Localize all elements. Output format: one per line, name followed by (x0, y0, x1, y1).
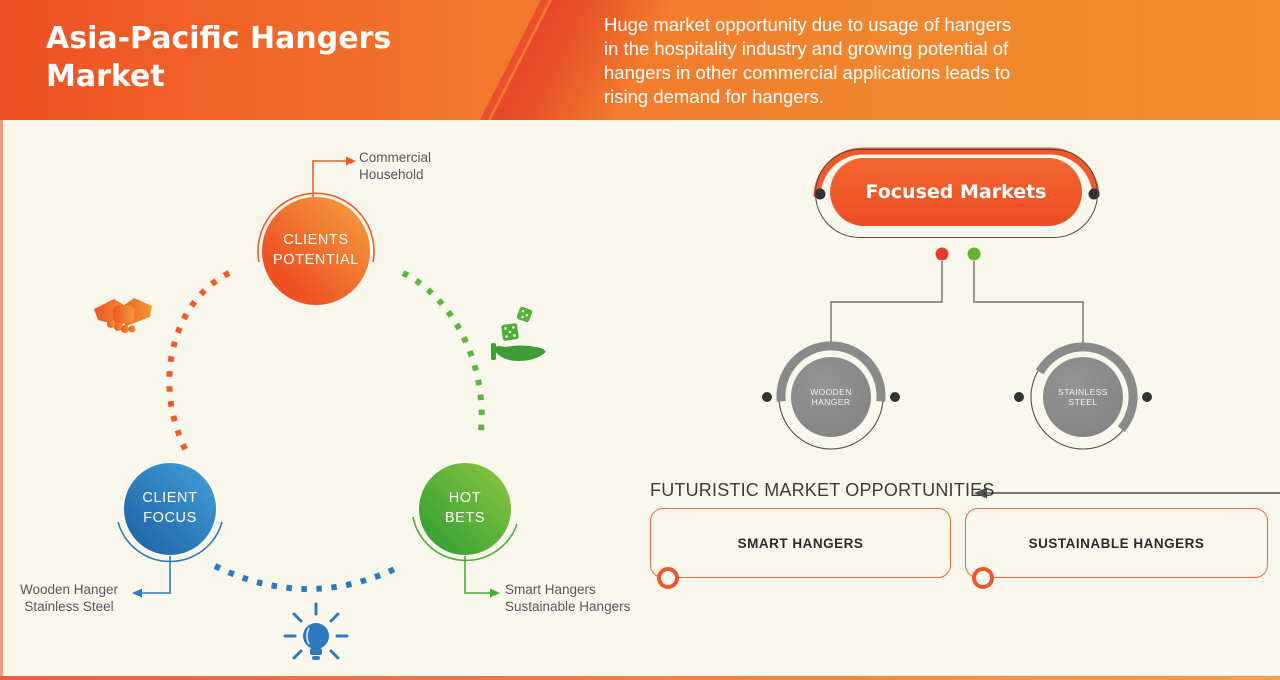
page-title: Asia-Pacific Hangers Market (46, 21, 392, 95)
arrow-left-icon (132, 588, 142, 598)
focused-markets-pill-outline (815, 149, 1098, 238)
orange-dotted-arc (166, 270, 231, 453)
box-corner-ring-icon (972, 567, 994, 589)
left-accent-line (0, 120, 3, 680)
futuristic-heading: FUTURISTIC MARKET OPPORTUNITIES (650, 480, 995, 500)
green-dotted-arc (401, 270, 485, 432)
clients-potential-ring (257, 192, 375, 263)
client-focus-callout-line (132, 556, 171, 598)
wooden-hanger-arc (776, 341, 886, 402)
node-side-dot-icon (1014, 392, 1024, 402)
callout-clients-potential: Commercial Household (359, 150, 432, 182)
dice-in-hand-icon (491, 306, 546, 361)
node-side-dot-icon (1142, 392, 1152, 402)
futuristic-heading-arrow (974, 487, 1280, 499)
arrow-right-icon (490, 588, 500, 598)
stainless-steel-arc (1035, 342, 1138, 432)
market-node-stainless-steel: STAINLESS STEEL (1043, 357, 1123, 437)
cycle-node-label: CLIENT FOCUS (142, 490, 198, 526)
opportunity-label: SMART HANGERS (737, 535, 864, 551)
branch-connector-left (830, 261, 943, 346)
market-node-label: WOODEN HANGER (810, 387, 852, 407)
focused-markets-title: Focused Markets (865, 181, 1047, 203)
hot-bets-ring (412, 516, 518, 562)
cycle-node-label: HOT BETS (444, 490, 486, 526)
opportunity-label: SUSTAINABLE HANGERS (1028, 535, 1205, 551)
blue-dotted-arc (213, 563, 403, 592)
header-banner: Asia-Pacific Hangers Market Huge market … (0, 0, 1280, 120)
cycle-node-hot-bets: HOT BETS (419, 463, 511, 555)
branch-red-dot-icon (935, 247, 949, 261)
branch-green-dot-icon (967, 247, 981, 261)
callout-hot-bets: Smart Hangers Sustainable Hangers (505, 582, 631, 614)
opportunity-box-smart-hangers: SMART HANGERS (650, 508, 951, 578)
market-node-wooden-hanger: WOODEN HANGER (791, 357, 871, 437)
focused-markets-pill: Focused Markets (830, 158, 1082, 226)
clients-potential-callout-line (312, 156, 356, 197)
arrow-right-icon (346, 156, 356, 166)
callout-client-focus: Wooden Hanger Stainless Steel (19, 582, 119, 614)
box-corner-ring-icon (657, 567, 679, 589)
header-description: Huge market opportunity due to usage of … (604, 14, 1012, 108)
market-node-label: STAINLESS STEEL (1058, 387, 1108, 407)
bottom-accent-line (0, 676, 1280, 680)
opportunity-box-sustainable-hangers: SUSTAINABLE HANGERS (965, 508, 1268, 578)
hot-bets-callout-line (464, 556, 500, 598)
cycle-node-label: CLIENTS POTENTIAL (273, 232, 359, 268)
cycle-node-client-focus: CLIENT FOCUS (124, 463, 216, 555)
lightbulb-icon (283, 602, 349, 660)
handshake-icon (94, 298, 152, 333)
node-side-dot-icon (762, 392, 772, 402)
branch-connector-right (973, 261, 1084, 346)
node-side-dot-icon (890, 392, 900, 402)
cycle-node-clients-potential: CLIENTS POTENTIAL (262, 197, 370, 305)
arrow-left-icon (974, 487, 987, 499)
